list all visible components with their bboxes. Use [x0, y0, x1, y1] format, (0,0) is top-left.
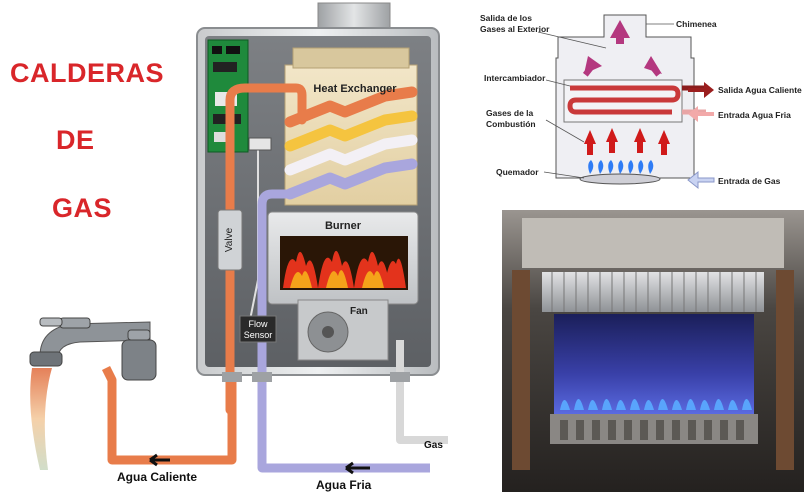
connector-gas — [390, 372, 410, 382]
chip-3 — [213, 62, 237, 72]
chip-1 — [212, 46, 222, 54]
cold-in-label: Entrada Agua Fria — [718, 110, 791, 120]
exchanger-label: Intercambiador — [484, 73, 546, 83]
schematic-burner — [580, 174, 660, 184]
chip-2 — [226, 46, 240, 54]
gas-label: Gas — [424, 440, 443, 451]
combustion-label-1: Gases de la — [486, 108, 534, 118]
burner-label: Burner — [325, 220, 362, 232]
heat-exchanger-top — [293, 48, 409, 68]
flow-sensor-label-2: Sensor — [244, 330, 273, 340]
fan-label: Fan — [350, 306, 368, 317]
photo-left-pipe — [512, 270, 530, 470]
hot-water-label: Agua Caliente — [117, 470, 197, 484]
wire-connector — [249, 138, 271, 150]
cold-water-label: Agua Fria — [316, 478, 372, 492]
photo-right-pipe — [776, 270, 794, 470]
fan-hub — [322, 326, 334, 338]
connector-cold — [252, 372, 272, 382]
heat-exchanger-label: Heat Exchanger — [313, 83, 397, 95]
combustion-schematic: Salida de los Gases al Exterior Chimenea… — [466, 0, 804, 210]
valve-label: Valve — [224, 227, 235, 252]
burner-label: Quemador — [496, 167, 539, 177]
photo-heat-fins — [542, 272, 764, 312]
water-stream — [30, 368, 52, 470]
burner-photo — [502, 210, 804, 492]
chimney-label: Chimenea — [676, 19, 717, 29]
exhaust-label-2: Gases al Exterior — [480, 24, 550, 34]
flow-sensor-label-1: Flow — [248, 319, 268, 329]
exhaust-label-1: Salida de los — [480, 13, 532, 23]
hot-out-label: Salida Agua Caliente — [718, 85, 802, 95]
photo-combustion-chamber — [554, 314, 754, 414]
water-heater-diagram: Valve Flow Sensor Agua Caliente Agua Fri… — [0, 0, 470, 492]
photo-top-panel — [522, 218, 784, 268]
hot-water-pipe-external — [106, 368, 232, 460]
connector-hot — [222, 372, 242, 382]
combustion-label-2: Combustión — [486, 119, 536, 129]
gas-in-label: Entrada de Gas — [718, 176, 781, 186]
